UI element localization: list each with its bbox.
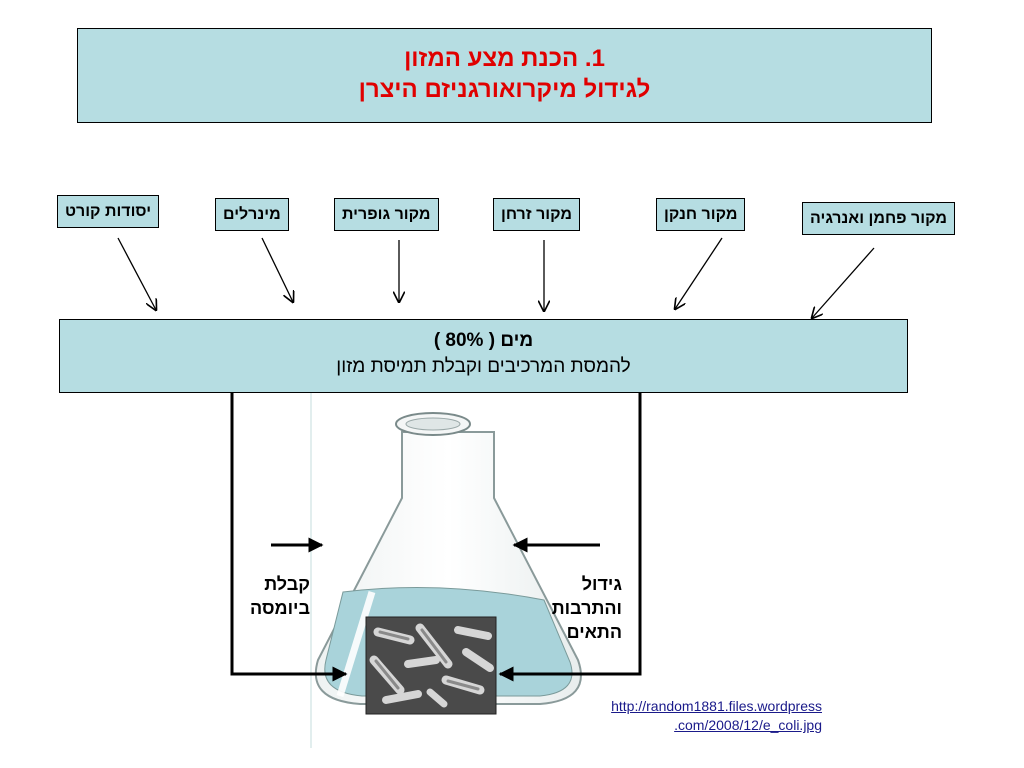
source-minerals: מינרלים	[215, 198, 289, 231]
biomass-label-line-1: קבלת	[264, 574, 310, 594]
title-box: 1. הכנת מצע המזון לגידול מיקרואורגניזם ה…	[77, 28, 932, 123]
ecoli-micrograph	[365, 616, 497, 715]
source-url-line-1[interactable]: http://random1881.files.wordpress	[611, 698, 822, 714]
biomass-label-line-2: ביומסה	[249, 598, 310, 618]
source-carbon-energy: מקור פחמן ואנרגיה	[802, 202, 955, 235]
growth-label-line-2: והתרבות	[551, 598, 622, 618]
arrow-nitrogen	[675, 237, 723, 309]
source-sulfur: מקור גופרית	[334, 198, 439, 231]
title-line-1: 1. הכנת מצע המזון	[404, 45, 605, 72]
arrow-minerals	[261, 237, 293, 302]
biomass-label: קבלת ביומסה	[236, 572, 310, 620]
water-box: מים ( 80% ) להמסת המרכיבים וקבלת תמיסת מ…	[59, 319, 908, 393]
title-line-2: לגידול מיקרואורגניזם היצרן	[358, 76, 651, 103]
source-phosphorus: מקור זרחן	[493, 198, 581, 231]
water-title: מים ( 80% )	[433, 330, 534, 351]
source-trace-elements: יסודות קורט	[57, 195, 160, 228]
growth-label-line-1: גידול	[581, 574, 622, 594]
source-url[interactable]: http://random1881.files.wordpress .com/2…	[540, 697, 822, 735]
growth-label-line-3: התאים	[566, 622, 622, 642]
source-url-line-2[interactable]: .com/2008/12/e_coli.jpg	[674, 717, 822, 733]
arrow-trace-elements	[117, 237, 156, 310]
arrow-carbon-energy	[812, 247, 875, 318]
growth-label: גידול והתרבות התאים	[524, 572, 622, 644]
source-nitrogen: מקור חנקן	[656, 198, 746, 231]
water-description: להמסת המרכיבים וקבלת תמיסת מזון	[336, 356, 631, 377]
loop-left-line	[230, 393, 348, 682]
loop-right-line	[498, 393, 642, 682]
